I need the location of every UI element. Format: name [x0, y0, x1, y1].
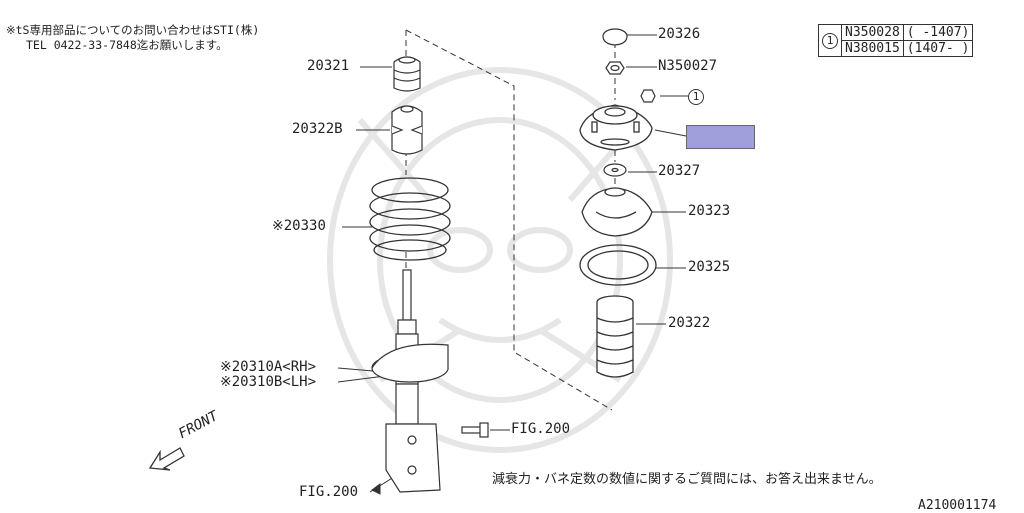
spring-pad-20325: [579, 244, 657, 286]
label-20325[interactable]: 20325: [688, 259, 731, 275]
washer-20327: [603, 163, 627, 177]
coil-spring-20330: [369, 177, 451, 261]
spring-seat-20323: [581, 187, 653, 237]
highlight-callout-box[interactable]: [686, 125, 755, 149]
range-cell: ( -1407): [902, 24, 974, 41]
range-cell: (1407- ): [902, 40, 974, 57]
label-20327[interactable]: 20327: [658, 163, 701, 179]
label-ref1[interactable]: 1: [688, 88, 704, 105]
diagram-id: A210001174: [918, 498, 997, 513]
label-20310a[interactable]: ※20310A<RH>: [220, 359, 317, 375]
front-arrow-icon: [148, 447, 185, 471]
cap-20326: [602, 28, 628, 46]
dust-boot-20322: [596, 295, 634, 378]
label-20330[interactable]: ※20330: [272, 218, 326, 234]
ref-mark-cell: 1: [818, 24, 842, 57]
reference-table: 1 N350028 ( -1407) N380015 (1407- ): [818, 24, 974, 57]
sti-note-line2: TEL 0422-33-7848迄お願いします。: [26, 38, 228, 52]
label-20322b[interactable]: 20322B: [292, 121, 343, 137]
nut-n350027: [605, 61, 625, 75]
label-20310b[interactable]: ※20310B<LH>: [220, 374, 317, 390]
label-fig200-right[interactable]: FIG.200: [511, 421, 571, 437]
dashed-guide-lines: [405, 29, 616, 411]
strut-bolt: [461, 422, 489, 438]
sti-note-line1: ※tS専用部品についてのお問い合わせはSTI(株): [6, 23, 260, 37]
strut-mount: [579, 104, 653, 151]
label-20323[interactable]: 20323: [688, 203, 731, 219]
label-n350027[interactable]: N350027: [658, 58, 718, 74]
disclaimer-note: 減衰力・バネ定数の数値に関するご質問には、お答え出来ません。: [492, 472, 882, 487]
label-20321[interactable]: 20321: [307, 58, 350, 74]
dust-boot-20322b: [391, 105, 423, 155]
strut-assembly-20310: [371, 269, 449, 493]
part-number-cell[interactable]: N350028: [841, 24, 904, 41]
label-20322[interactable]: 20322: [668, 315, 711, 331]
bump-stopper-20321: [393, 56, 421, 92]
ref1-circle: 1: [688, 89, 704, 105]
table-row: N380015 (1407- ): [819, 40, 974, 57]
ref-mark: 1: [822, 32, 838, 49]
label-fig200-bottom[interactable]: FIG.200: [299, 484, 359, 500]
part-number-cell[interactable]: N380015: [841, 40, 904, 57]
fig200-arrow: [371, 483, 381, 495]
watermark-emblem: [327, 67, 673, 453]
nut-ref1: [640, 89, 656, 103]
table-row: 1 N350028 ( -1407): [818, 24, 974, 57]
label-20326[interactable]: 20326: [658, 26, 701, 42]
